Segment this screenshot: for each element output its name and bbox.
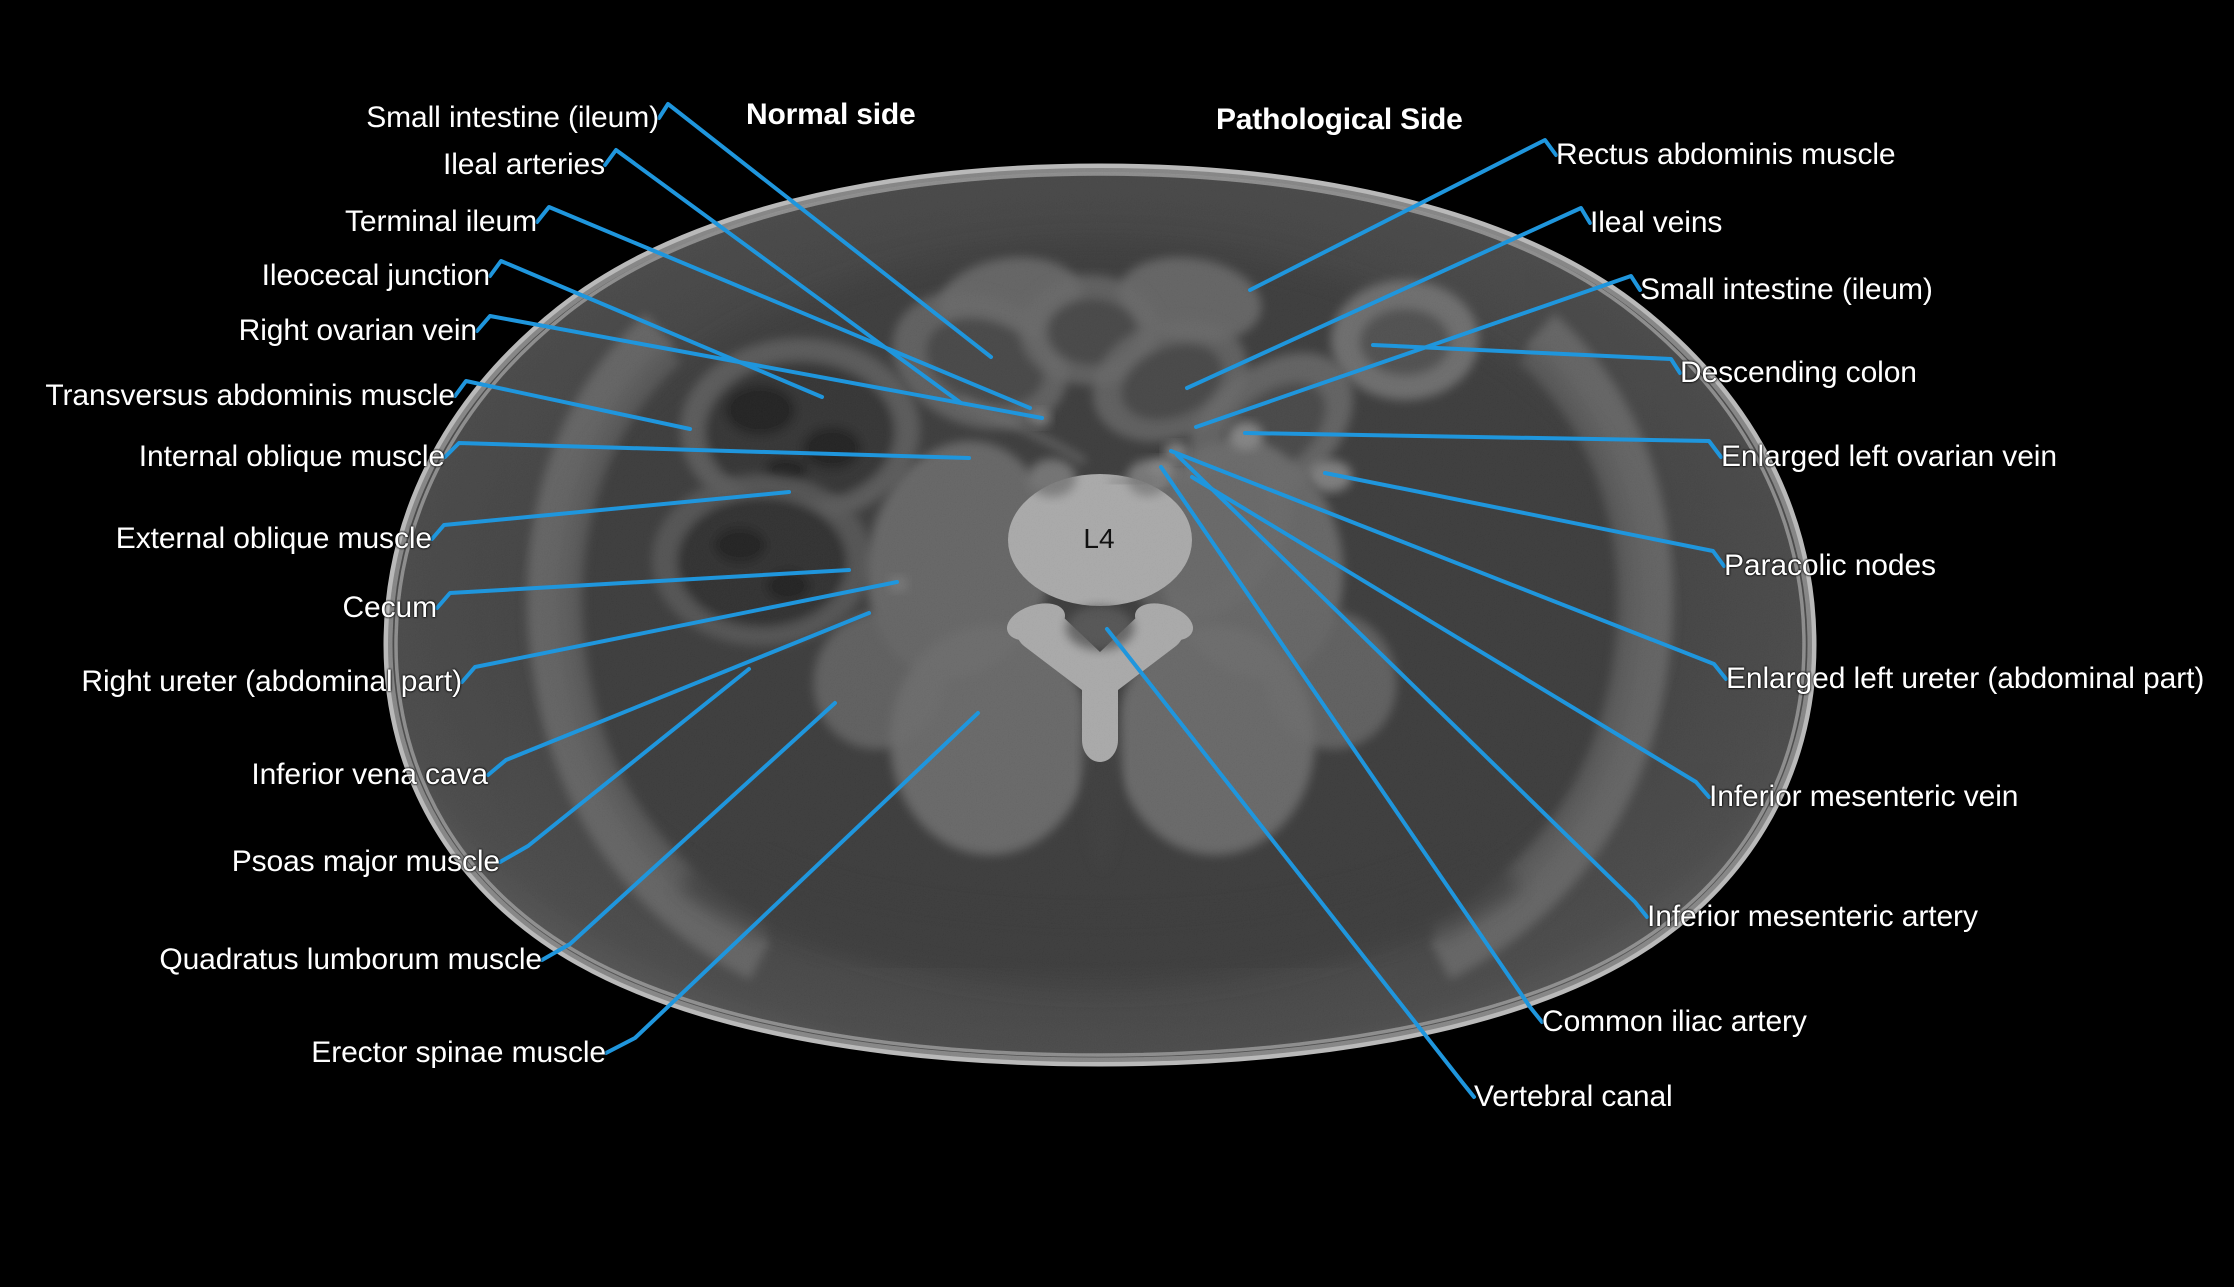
leader-line-inferior-vena-cava	[486, 611, 871, 777]
label-common-iliac-artery: Common iliac artery	[1542, 1005, 1807, 1038]
leader-line-paracolic-nodes	[1323, 471, 1726, 568]
vertebra-level-label: L4	[1083, 523, 1115, 554]
label-paracolic-nodes: Paracolic nodes	[1724, 549, 1936, 582]
label-rectus-abdominis-muscle: Rectus abdominis muscle	[1556, 138, 1896, 171]
leader-line-psoas-major-muscle	[498, 667, 751, 864]
leader-line-rectus-abdominis-muscle	[1248, 138, 1558, 292]
label-enlarged-left-ureter-abdominal: Enlarged left ureter (abdominal part)	[1726, 662, 2205, 695]
label-psoas-major-muscle: Psoas major muscle	[231, 845, 500, 878]
leader-line-right-ovarian-vein	[475, 314, 1044, 420]
leader-line-enlarged-left-ureter-abdominal	[1169, 449, 1728, 681]
label-vertebral-canal: Vertebral canal	[1474, 1080, 1673, 1113]
leader-line-inferior-mesenteric-artery	[1175, 453, 1649, 919]
label-descending-colon: Descending colon	[1680, 356, 1917, 389]
label-transversus-abdominis-muscle: Transversus abdominis muscle	[45, 379, 455, 412]
leader-line-cecum	[435, 568, 851, 610]
heading-normal-side: Normal side	[746, 98, 916, 131]
leader-line-small-intestine-ileum-right	[657, 102, 993, 359]
leader-line-ileal-arteries	[603, 148, 963, 405]
leader-line-common-iliac-artery	[1159, 465, 1544, 1024]
leader-line-external-oblique-muscle	[430, 490, 791, 541]
leader-line-transversus-abdominis-muscle	[453, 379, 692, 431]
heading-pathological-side: Pathological Side	[1216, 103, 1463, 136]
leader-line-small-intestine-ileum-left	[1194, 274, 1642, 429]
label-inferior-mesenteric-vein: Inferior mesenteric vein	[1709, 780, 2019, 813]
leader-line-inferior-mesenteric-vein	[1190, 475, 1711, 799]
leader-line-ileal-veins	[1185, 206, 1592, 390]
leader-line-descending-colon	[1371, 343, 1682, 375]
label-right-ureter-abdominal-part: Right ureter (abdominal part)	[81, 665, 462, 698]
leader-line-right-ureter-abdominal-part	[460, 580, 899, 684]
label-ileal-veins: Ileal veins	[1590, 206, 1723, 239]
label-enlarged-left-ovarian-vein: Enlarged left ovarian vein	[1721, 440, 2057, 473]
label-ileal-arteries: Ileal arteries	[442, 148, 605, 181]
leader-line-ileocecal-junction	[488, 259, 824, 399]
leader-line-quadratus-lumborum-muscle	[540, 701, 837, 962]
label-right-ovarian-vein: Right ovarian vein	[238, 314, 477, 347]
label-external-oblique-muscle: External oblique muscle	[115, 522, 432, 555]
label-quadratus-lumborum-muscle: Quadratus lumborum muscle	[159, 943, 542, 976]
leader-line-enlarged-left-ovarian-vein	[1243, 431, 1723, 459]
leader-line-erector-spinae-muscle	[604, 711, 980, 1055]
label-erector-spinae-muscle: Erector spinae muscle	[311, 1036, 606, 1069]
ct-body-cross-section	[383, 163, 1817, 1067]
label-cecum: Cecum	[342, 591, 437, 624]
label-ileocecal-junction: Ileocecal junction	[261, 259, 490, 292]
label-internal-oblique-muscle: Internal oblique muscle	[138, 440, 445, 473]
label-small-intestine-ileum-right: Small intestine (ileum)	[366, 101, 659, 134]
leader-line-internal-oblique-muscle	[443, 441, 971, 460]
label-inferior-vena-cava: Inferior vena cava	[251, 758, 488, 791]
label-inferior-mesenteric-artery: Inferior mesenteric artery	[1647, 900, 1978, 933]
label-terminal-ileum: Terminal ileum	[345, 205, 537, 238]
leader-line-vertebral-canal	[1105, 627, 1476, 1099]
label-small-intestine-ileum-left: Small intestine (ileum)	[1640, 273, 1933, 306]
leader-line-terminal-ileum	[535, 205, 1032, 410]
